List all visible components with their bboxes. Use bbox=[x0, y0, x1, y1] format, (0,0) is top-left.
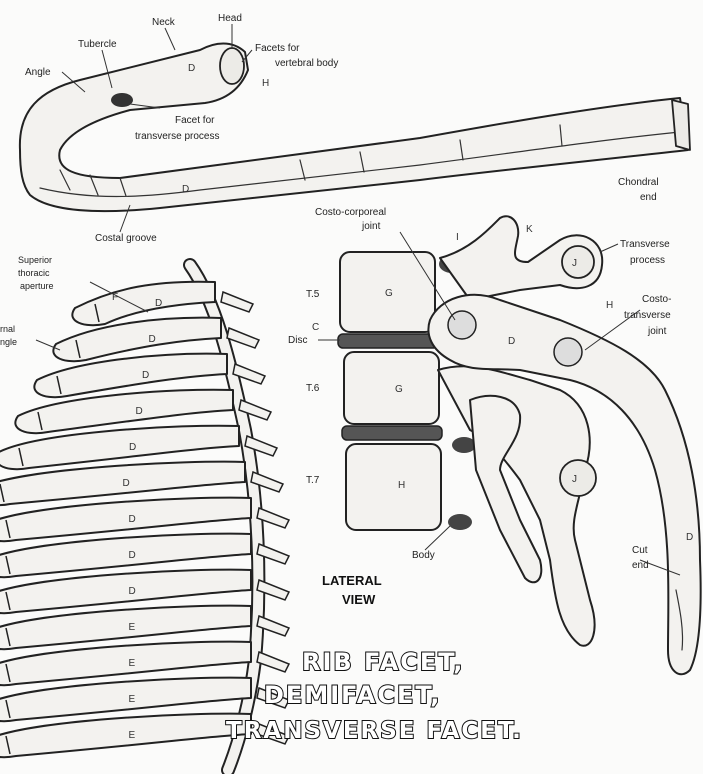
letter-c: C bbox=[312, 322, 319, 333]
cage-rib-letter: D bbox=[142, 370, 149, 381]
label-head: Head bbox=[218, 13, 242, 24]
letter-g-t5: G bbox=[385, 288, 393, 299]
demifacet-body bbox=[448, 514, 472, 530]
label-angle: Angle bbox=[25, 67, 51, 78]
cage-rib-letter: D bbox=[129, 586, 136, 597]
disc-t5-t6 bbox=[338, 334, 438, 348]
cage-spinous-process bbox=[227, 328, 259, 348]
costo-transverse-facet bbox=[554, 338, 582, 366]
cage-rib-letter: D bbox=[123, 478, 130, 489]
cage-rib-letter: D bbox=[129, 550, 136, 561]
letter-g-t6: G bbox=[395, 384, 403, 395]
label-superior-2: thoracic bbox=[18, 268, 50, 278]
letter-i: I bbox=[456, 232, 459, 243]
letter-d-rib: D bbox=[188, 63, 195, 74]
label-neck: Neck bbox=[152, 17, 176, 28]
rib-head-facet bbox=[220, 48, 244, 84]
title-line-3: TRANSVERSE FACET. bbox=[226, 718, 523, 744]
vertebrae-drawing bbox=[338, 216, 701, 674]
letter-h-spine: H bbox=[606, 300, 613, 311]
rib-cage-drawing: D D D D D D D D D E E E E bbox=[0, 265, 289, 770]
letter-k: K bbox=[526, 224, 533, 235]
vertebra-t7-body bbox=[346, 444, 441, 530]
label-facets-vertebral-2: vertebral body bbox=[275, 58, 338, 69]
cage-rib-letter: E bbox=[129, 730, 136, 741]
label-costo-transverse-3: joint bbox=[647, 326, 667, 337]
cage-rib-letter: D bbox=[155, 298, 162, 309]
cage-rib-letter: E bbox=[129, 658, 136, 669]
cage-rib bbox=[0, 714, 251, 758]
title-line-1: RIB FACET, bbox=[302, 648, 464, 676]
view-label-2: VIEW bbox=[342, 592, 376, 607]
label-facet-transverse-2: transverse process bbox=[135, 131, 219, 142]
label-transverse-1: Transverse bbox=[620, 239, 670, 250]
rib-drawing bbox=[20, 44, 690, 212]
letter-d-spine: D bbox=[508, 336, 515, 347]
tubercle-facet bbox=[111, 93, 133, 107]
t5-transverse-facet bbox=[562, 246, 594, 278]
letter-h-rib: H bbox=[262, 78, 269, 89]
label-costo-transverse-2: transverse bbox=[624, 310, 671, 321]
label-transverse-2: process bbox=[630, 255, 665, 266]
view-label-1: LATERAL bbox=[322, 573, 382, 588]
label-superior-3: aperture bbox=[20, 281, 54, 291]
cage-rib-letter: E bbox=[129, 622, 136, 633]
cage-spinous-process bbox=[221, 292, 253, 312]
label-chondral-2: end bbox=[640, 192, 657, 203]
cage-rib-letter: D bbox=[136, 406, 143, 417]
cage-rib-letter: E bbox=[129, 694, 136, 705]
label-t6: T.6 bbox=[306, 383, 320, 394]
cage-rib-letter: D bbox=[149, 334, 156, 345]
cage-rib-letter: D bbox=[129, 514, 136, 525]
rib-shaft bbox=[20, 44, 688, 212]
vertebra-t6-body bbox=[344, 352, 439, 424]
label-costal-angle-2: ngle bbox=[0, 337, 17, 347]
t7-transverse-facet bbox=[560, 460, 596, 496]
label-t5: T.5 bbox=[306, 289, 320, 300]
disc-t6-t7 bbox=[342, 426, 442, 440]
label-facets-vertebral-1: Facets for bbox=[255, 43, 300, 54]
label-tubercle: Tubercle bbox=[78, 39, 117, 50]
label-chondral-1: Chondral bbox=[618, 177, 659, 188]
label-cut-end-2: end bbox=[632, 560, 649, 571]
letter-j-t5: J bbox=[572, 258, 577, 269]
label-superior-1: Superior bbox=[18, 255, 52, 265]
letter-d-cut: D bbox=[686, 532, 693, 543]
title-line-2: DEMIFACET, bbox=[264, 681, 441, 709]
label-costo-transverse-1: Costo- bbox=[642, 294, 671, 305]
label-disc: Disc bbox=[288, 335, 307, 346]
label-costo-corporeal-1: Costo-corporeal bbox=[315, 207, 386, 218]
label-facet-transverse-1: Facet for bbox=[175, 115, 215, 126]
cage-rib-letter: D bbox=[129, 442, 136, 453]
label-body: Body bbox=[412, 550, 435, 561]
label-costal-groove: Costal groove bbox=[95, 233, 157, 244]
label-cut-end-1: Cut bbox=[632, 545, 648, 556]
label-costo-corporeal-2: joint bbox=[361, 221, 381, 232]
label-costal-angle-1: rnal bbox=[0, 324, 15, 334]
cage-spinous-process bbox=[257, 652, 289, 672]
label-t7: T.7 bbox=[306, 475, 320, 486]
letter-d-rib-shaft: D bbox=[182, 184, 189, 195]
letter-h-t7: H bbox=[398, 480, 405, 491]
letter-j-t7: J bbox=[572, 474, 577, 485]
